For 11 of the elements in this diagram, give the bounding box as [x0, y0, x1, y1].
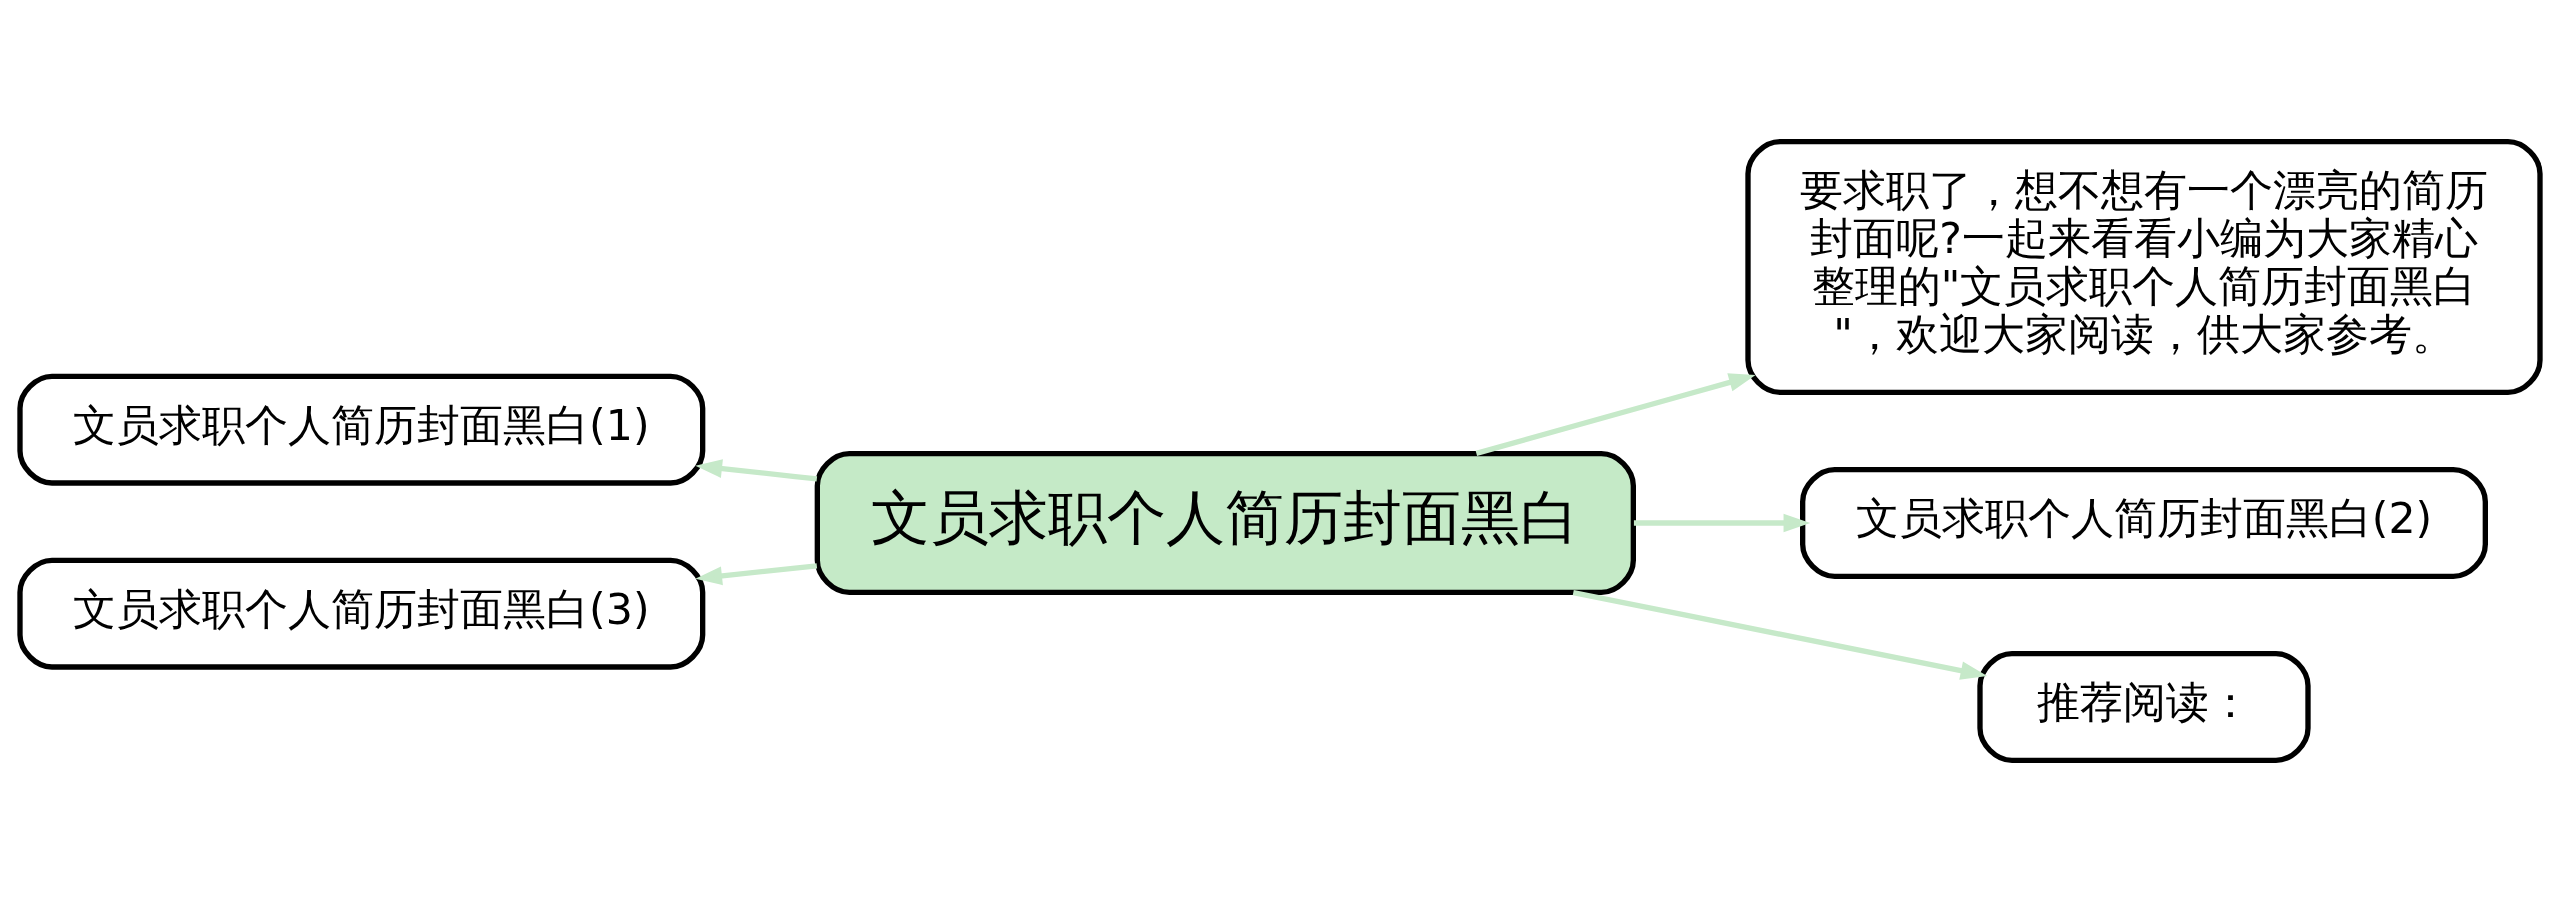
node-box: 要求职了，想不想有一个漂亮的简历封面呢?一起来看看小编为大家精心整理的"文员求职个人简历封面黑白"，欢迎大家阅读，供大家参考。 — [1745, 138, 2543, 395]
node-box: 文员求职个人简历封面黑白 — [814, 450, 1636, 595]
node-box: 文员求职个人简历封面黑白(3) — [17, 557, 706, 670]
node-box: 推荐阅读： — [1977, 650, 2311, 763]
arrow — [695, 458, 818, 482]
node-box: 文员求职个人简历封面黑白(2) — [1800, 466, 2488, 579]
arrow — [1572, 589, 1988, 680]
node-box: 文员求职个人简历封面黑白(1) — [17, 373, 706, 486]
arrow — [695, 562, 818, 585]
arrow — [1475, 372, 1756, 456]
arrow — [1633, 513, 1811, 532]
